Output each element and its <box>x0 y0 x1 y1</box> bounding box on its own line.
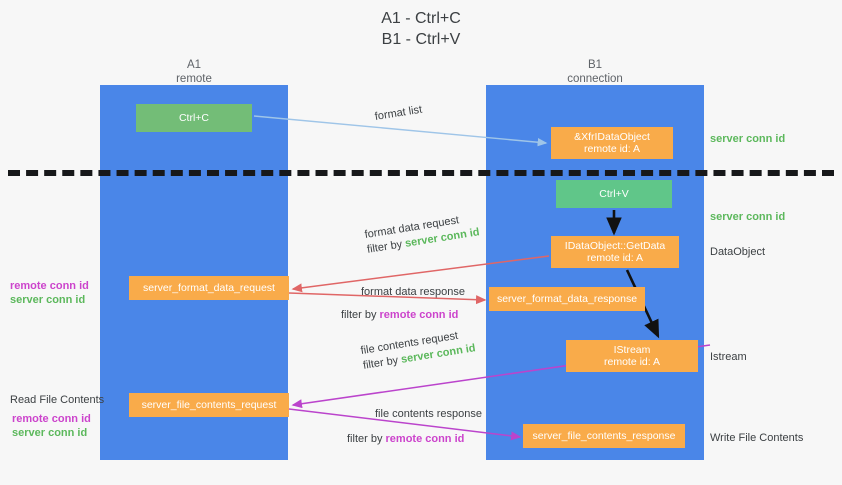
node-idataobject-getdata[interactable]: IDataObject::GetData remote id: A <box>551 236 679 268</box>
arrow-file-contents-response <box>288 408 522 441</box>
annotation-read-file-contents: Read File Contents <box>10 393 104 407</box>
annotation-left-conn-ids-bottom: remote conn id server conn id <box>12 412 91 440</box>
edge-format-data-response-filter: filter by remote conn id <box>341 308 465 323</box>
edge-format-data-response-text: format data response <box>361 286 465 298</box>
node-ctrl-v[interactable]: Ctrl+V <box>556 180 672 208</box>
edge-file-contents-response-text: file contents response <box>375 408 483 420</box>
lane-a1-role: remote <box>176 73 212 85</box>
node-server-format-data-request[interactable]: server_format_data_request <box>129 276 289 300</box>
annotation-left-remote-conn-id-2: remote conn id <box>12 413 91 425</box>
annotation-left-conn-ids-top: remote conn id server conn id <box>10 279 89 307</box>
node-getdata-title: IDataObject::GetData <box>564 239 666 252</box>
filter-value-remote-conn-id: remote conn id <box>385 433 465 445</box>
edge-label-file-contents-response: file contents response filter by remote … <box>347 407 483 447</box>
annotation-left-remote-conn-id: remote conn id <box>10 280 89 292</box>
annotation-dataobject-text: DataObject <box>710 246 766 258</box>
annotation-server-conn-id-mid-text: server conn id <box>710 211 786 223</box>
node-ctrl-v-label: Ctrl+V <box>599 187 629 200</box>
node-server-file-contents-request[interactable]: server_file_contents_request <box>129 393 289 417</box>
phase-divider <box>8 170 834 176</box>
node-format-data-request-label: server_format_data_request <box>143 281 275 294</box>
edge-file-contents-response-filter: filter by remote conn id <box>347 432 482 447</box>
annotation-istream-text: Istream <box>710 351 747 363</box>
node-server-file-contents-response[interactable]: server_file_contents_response <box>523 424 685 448</box>
arrow-format-list <box>253 115 548 147</box>
node-idataobject[interactable]: &XfrIDataObject remote id: A <box>551 127 673 159</box>
node-istream-title: IStream <box>613 343 651 356</box>
title-line-2: B1 - Ctrl+V <box>381 31 461 48</box>
annotation-server-conn-id-mid: server conn id <box>710 210 785 224</box>
annotation-dataobject: DataObject <box>710 245 765 259</box>
node-ctrl-c[interactable]: Ctrl+C <box>136 104 252 132</box>
edge-label-format-data-response: format data response filter by remote co… <box>341 285 465 323</box>
annotation-read-file-contents-text: Read File Contents <box>10 394 105 406</box>
lane-a1-name: A1 <box>186 59 202 71</box>
title-line-1: A1 - Ctrl+C <box>381 10 461 27</box>
node-file-contents-response-label: server_file_contents_response <box>532 429 676 442</box>
lane-b1-name: B1 <box>587 59 603 71</box>
filter-prefix: filter by <box>347 433 386 445</box>
node-getdata-subtitle: remote id: A <box>586 252 644 264</box>
annotation-write-file-contents: Write File Contents <box>710 431 803 445</box>
lane-header-a1: A1 remote <box>100 58 288 86</box>
annotation-server-conn-id-top: server conn id <box>710 132 785 146</box>
node-ctrl-c-label: Ctrl+C <box>178 111 210 124</box>
annotation-write-file-contents-text: Write File Contents <box>710 432 804 444</box>
node-idataobject-subtitle: remote id: A <box>583 143 641 155</box>
node-file-contents-request-label: server_file_contents_request <box>141 398 277 411</box>
node-server-format-data-response[interactable]: server_format_data_response <box>489 287 645 311</box>
annotation-server-conn-id-top-text: server conn id <box>710 133 786 145</box>
node-format-data-response-label: server_format_data_response <box>496 292 638 305</box>
filter-prefix: filter by <box>341 309 380 321</box>
diagram-title: A1 - Ctrl+C B1 - Ctrl+V <box>0 8 842 50</box>
node-istream-subtitle: remote id: A <box>603 356 661 368</box>
lane-header-b1: B1 connection <box>486 58 704 86</box>
lane-b1-role: connection <box>567 73 623 85</box>
arrow-format-data-response <box>288 292 487 305</box>
annotation-left-server-conn-id: server conn id <box>10 294 86 306</box>
annotation-left-server-conn-id-2: server conn id <box>12 427 88 439</box>
node-istream[interactable]: IStream remote id: A <box>566 340 698 372</box>
arrow-format-data-request <box>291 255 550 293</box>
node-idataobject-title: &XfrIDataObject <box>574 130 650 143</box>
annotation-istream: Istream <box>710 350 747 364</box>
filter-value-remote-conn-id: remote conn id <box>379 309 459 321</box>
